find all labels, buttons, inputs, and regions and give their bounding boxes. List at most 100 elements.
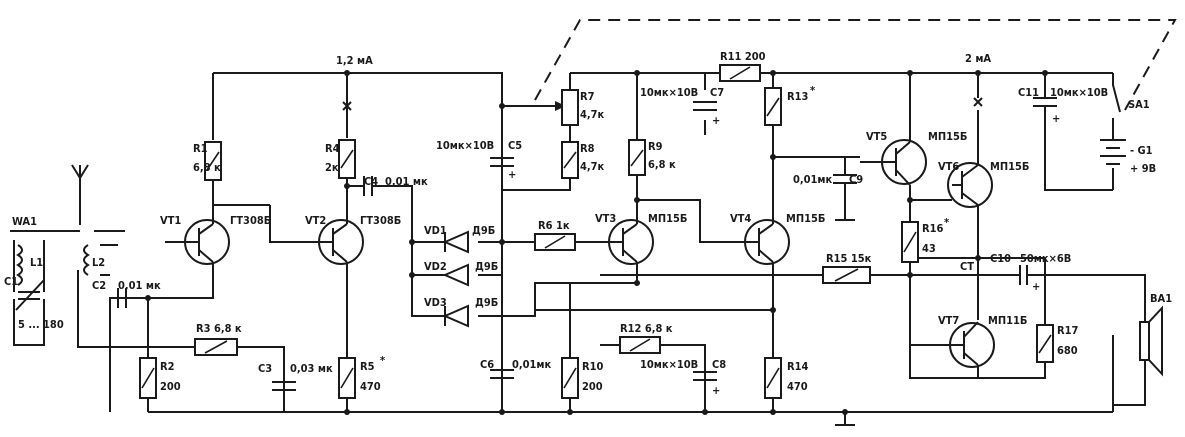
- label-c10-val: 50мк×6В: [1020, 252, 1071, 265]
- label-c1: C1: [4, 275, 18, 288]
- gang-link: [534, 19, 1177, 111]
- battery-g1: [1100, 139, 1126, 165]
- label-wa1: WA1: [12, 215, 37, 228]
- label-c10-plus: +: [1032, 280, 1040, 293]
- label-c2: C2: [92, 279, 106, 292]
- diodes: [442, 230, 469, 328]
- label-vt6: VT6: [938, 160, 959, 173]
- label-vd2: VD2: [424, 260, 447, 273]
- transistors: [165, 139, 995, 368]
- label-vt2-type: ГТ308Б: [360, 214, 401, 227]
- label-r17-val: 680: [1057, 344, 1078, 357]
- vt1-symbol: [165, 219, 230, 265]
- label-c2-val: 0,01 мк: [118, 279, 161, 292]
- label-c9: C9: [849, 173, 863, 186]
- label-r7-val: 4,7к: [580, 108, 605, 121]
- label-vt3-type: МП15Б: [648, 212, 687, 225]
- label-r8-val: 4,7к: [580, 160, 605, 173]
- label-r13-star: *: [810, 84, 815, 97]
- label-vd1: VD1: [424, 224, 447, 237]
- label-g1: - G1: [1130, 144, 1153, 157]
- vt3-symbol: [608, 219, 654, 265]
- label-i2: 2 мА: [965, 52, 991, 65]
- capacitors: [15, 97, 1057, 412]
- label-r3: R3 6,8 к: [196, 322, 242, 335]
- label-ba1: BA1: [1150, 292, 1172, 305]
- label-c11: C11: [1018, 86, 1039, 99]
- label-vt4-type: МП15Б: [786, 212, 825, 225]
- label-sa1: SA1: [1128, 98, 1150, 111]
- label-c3-val: 0,03 мк: [290, 362, 333, 375]
- label-c7: C7: [710, 86, 724, 99]
- label-r4-val: 2к: [325, 161, 339, 174]
- label-l1: L1: [30, 256, 43, 269]
- speaker-ba1: [1139, 305, 1163, 377]
- label-c9-val: 0,01мк: [793, 173, 833, 186]
- label-r5: R5: [360, 360, 375, 373]
- label-c5-plus: +: [508, 168, 516, 181]
- label-vt6-type: МП15Б: [990, 160, 1029, 173]
- label-vt5: VT5: [866, 130, 887, 143]
- label-c5-val: 10мк×10В: [436, 139, 494, 152]
- label-r5-val: 470: [360, 380, 381, 393]
- label-r4: R4: [325, 142, 340, 155]
- label-vt3: VT3: [595, 212, 616, 225]
- label-c8-val: 10мк×10В: [640, 358, 698, 371]
- labels: 1,2 мА 2 мА WA1 L1 L2 C1 5 ... 180 C2 0,…: [4, 50, 1172, 397]
- label-c3: C3: [258, 362, 272, 375]
- label-vt1: VT1: [160, 214, 181, 227]
- label-c5: C5: [508, 139, 522, 152]
- resistors: [139, 64, 1054, 399]
- label-c11-plus: +: [1052, 112, 1060, 125]
- label-r10: R10: [582, 360, 604, 373]
- label-r1-val: 6,8 к: [193, 161, 221, 174]
- label-g1-val: + 9В: [1130, 162, 1156, 175]
- label-vt4: VT4: [730, 212, 751, 225]
- label-r7: R7: [580, 90, 595, 103]
- break-mark: [342, 97, 983, 111]
- label-c6: C6: [480, 358, 494, 371]
- label-r11: R11 200: [720, 50, 766, 63]
- label-r15: R15 15к: [826, 252, 872, 265]
- label-r9: R9: [648, 140, 663, 153]
- label-r13: R13: [787, 90, 809, 103]
- label-vt7-type: МП11Б: [988, 314, 1027, 327]
- label-r16-val: 43: [922, 242, 936, 255]
- label-vt1-type: ГТ308Б: [230, 214, 271, 227]
- label-r12: R12 6,8 к: [620, 322, 673, 335]
- label-vt5-type: МП15Б: [928, 130, 967, 143]
- label-r1: R1: [193, 142, 208, 155]
- label-r14-val: 470: [787, 380, 808, 393]
- label-vt7: VT7: [938, 314, 959, 327]
- label-r10-val: 200: [582, 380, 603, 393]
- label-vd3: VD3: [424, 296, 447, 309]
- label-ct: СТ: [960, 260, 974, 273]
- label-vt2: VT2: [305, 214, 326, 227]
- label-c11-val: 10мк×10В: [1050, 86, 1108, 99]
- label-l2: L2: [92, 256, 105, 269]
- label-i1: 1,2 мА: [336, 54, 373, 67]
- r7-body: [561, 89, 579, 126]
- label-c8: C8: [712, 358, 726, 371]
- label-r2-val: 200: [160, 380, 181, 393]
- label-r14: R14: [787, 360, 809, 373]
- label-r16-star: *: [944, 216, 949, 229]
- label-r5-star: *: [380, 354, 385, 367]
- junctions: [145, 70, 1048, 415]
- vt2-symbol: [318, 219, 364, 265]
- label-c8-plus: +: [712, 384, 720, 397]
- label-r8: R8: [580, 142, 595, 155]
- label-d9b-1: Д9Б: [472, 224, 495, 237]
- label-r2: R2: [160, 360, 175, 373]
- label-d9b-2: Д9Б: [475, 260, 498, 273]
- antenna-wa1: [10, 164, 125, 346]
- label-c6-val: 0,01мк: [512, 358, 552, 371]
- label-c10: C10: [990, 252, 1011, 265]
- vt5-symbol: [773, 139, 927, 186]
- label-c7-val: 10мк×10В: [640, 86, 698, 99]
- label-c4: C4: [364, 175, 378, 188]
- wiring: [77, 72, 1146, 426]
- label-c1-val: 5 ... 180: [18, 318, 64, 331]
- label-r6: R6 1к: [538, 219, 570, 232]
